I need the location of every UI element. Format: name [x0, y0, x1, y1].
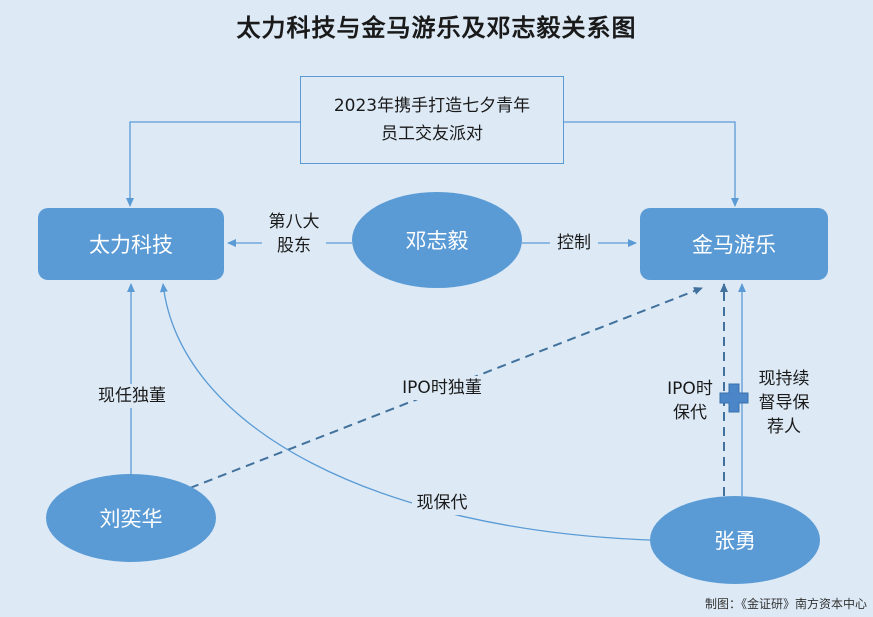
label-eighth-line-2: 股东: [277, 236, 311, 256]
plus-icon: [719, 383, 749, 413]
label-eighth-shareholder: 第八大 股东: [262, 210, 326, 258]
event-line-1: 2023年携手打造七夕青年: [333, 96, 531, 116]
edge-zhang-to-taili: [159, 283, 651, 541]
label-current-sponsor: 现保代: [412, 491, 472, 515]
label-continuing-line-2: 督导保: [758, 393, 810, 413]
label-control: 控制: [550, 231, 598, 255]
label-continuing-line-3: 荐人: [767, 417, 801, 437]
label-ipo-sponsor-line-2: 保代: [673, 403, 707, 423]
node-zhangyong: 张勇: [650, 496, 820, 584]
node-liuyihua: 刘奕华: [46, 474, 216, 562]
label-ipo-sponsor-line-1: IPO时: [667, 379, 713, 399]
source-credit: 制图：《金证研》南方资本中心: [704, 597, 867, 611]
edge-event-to-jinma: [564, 121, 739, 207]
edge-event-to-taili: [126, 121, 300, 207]
event-box: 2023年携手打造七夕青年 员工交友派对: [300, 76, 564, 164]
label-ipo-director: IPO时独董: [398, 376, 486, 400]
label-continuing-sponsor: 现持续 督导保 荐人: [750, 367, 818, 439]
label-ipo-sponsor: IPO时 保代: [660, 377, 720, 425]
node-dengzhiyi: 邓志毅: [352, 192, 522, 288]
label-current-director: 现任独董: [94, 384, 170, 408]
node-jinma: 金马游乐: [640, 208, 828, 280]
label-eighth-line-1: 第八大: [268, 212, 320, 232]
event-line-2: 员工交友派对: [381, 124, 483, 144]
diagram-title: 太力科技与金马游乐及邓志毅关系图: [236, 14, 637, 42]
label-continuing-line-1: 现持续: [758, 369, 810, 389]
node-taili: 太力科技: [38, 208, 224, 280]
